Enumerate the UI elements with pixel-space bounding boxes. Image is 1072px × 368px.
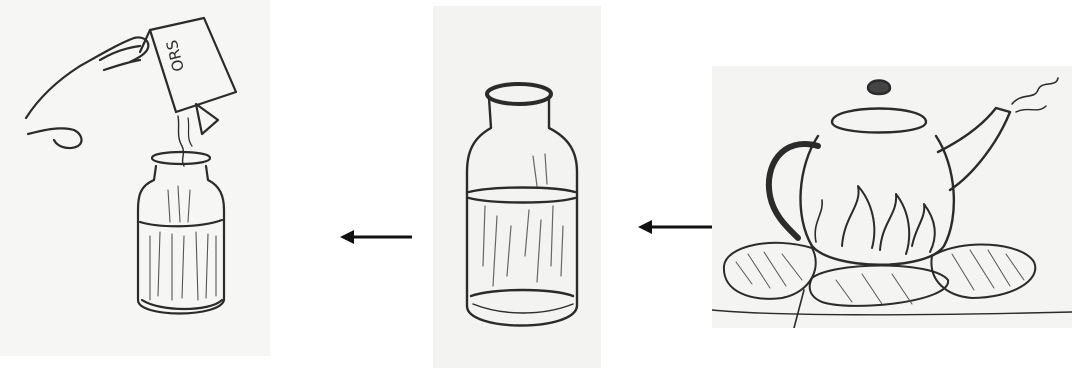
ors-packet-label: ORS bbox=[163, 38, 188, 73]
flame-icon bbox=[842, 186, 874, 248]
ors-pouring-illustration: ORS bbox=[0, 0, 270, 356]
water-bottle-illustration bbox=[433, 6, 601, 368]
kettle-boiling-illustration bbox=[712, 66, 1072, 328]
arrow-to-bottle-step bbox=[636, 218, 714, 236]
bottle-body bbox=[467, 98, 577, 326]
ors-bottle-body bbox=[138, 166, 224, 314]
kettle-lid bbox=[832, 109, 926, 133]
kettle-handle bbox=[769, 144, 818, 238]
left-arrow-icon bbox=[338, 228, 414, 246]
bottle-rim bbox=[487, 84, 551, 104]
water-surface bbox=[469, 188, 575, 193]
ors-bottle-neck bbox=[152, 152, 210, 164]
hand-outline bbox=[26, 37, 148, 118]
water-bottle-drawing bbox=[433, 6, 601, 368]
ors-pouring-drawing: ORS bbox=[0, 0, 270, 356]
kettle-boiling-drawing bbox=[712, 66, 1072, 328]
arrow-to-ors-step bbox=[338, 228, 414, 246]
steam-icon bbox=[1012, 78, 1058, 104]
kettle-spout bbox=[938, 108, 1010, 190]
stone-left bbox=[724, 243, 816, 299]
kettle-lid-knob bbox=[868, 81, 890, 95]
left-arrow-icon-2 bbox=[636, 218, 714, 236]
ors-packet-outline bbox=[150, 18, 236, 112]
kettle-body bbox=[801, 136, 954, 265]
